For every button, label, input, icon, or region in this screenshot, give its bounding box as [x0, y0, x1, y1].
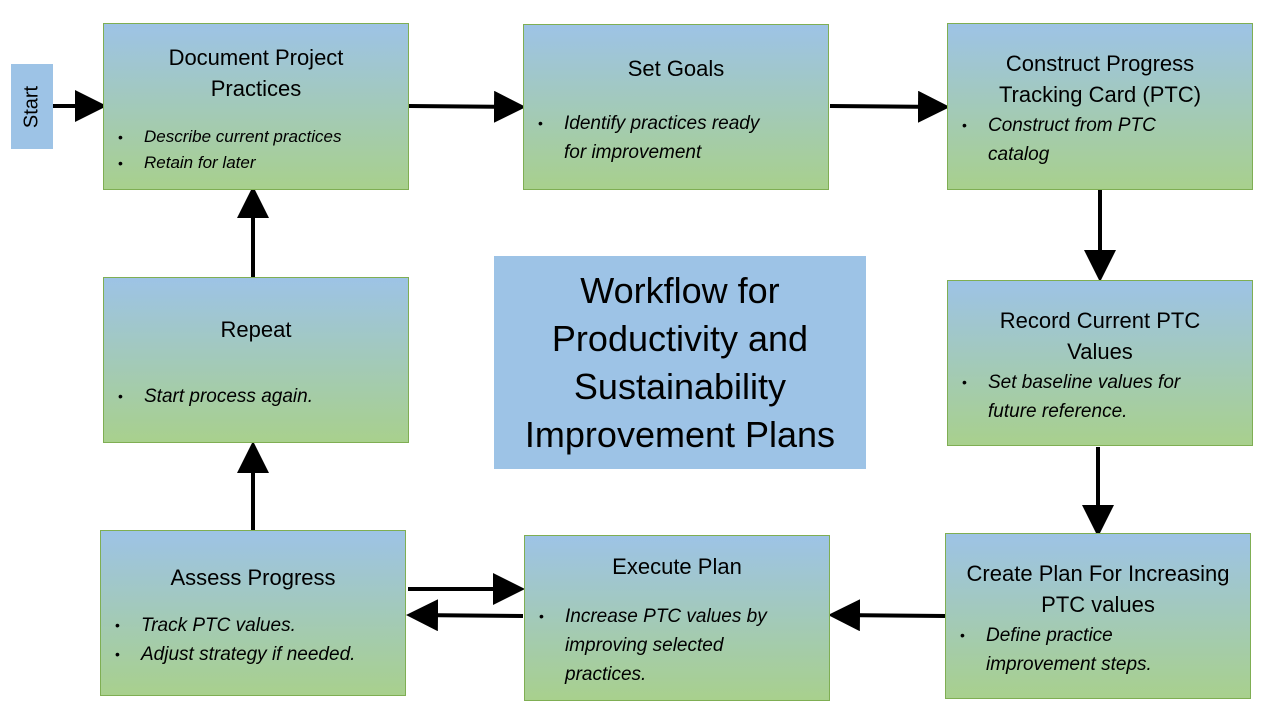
step-bullet: Track PTC values. [111, 611, 355, 640]
step-title: Create Plan For Increasing PTC values [966, 561, 1230, 617]
step-title: Execute Plan [612, 554, 742, 579]
step-create-plan: Create Plan For Increasing PTC values De… [945, 533, 1251, 699]
step-repeat: Repeat Start process again. [103, 277, 409, 443]
step-bullets: Start process again. [114, 382, 313, 411]
step-bullet: Increase PTC values by improving selecte… [535, 602, 767, 689]
step-bullets: Set baseline values for future reference… [958, 368, 1180, 426]
arrow-document-to-goals [408, 90, 526, 123]
step-bullet: Set baseline values for future reference… [958, 368, 1180, 426]
step-title: Record Current PTC Values [999, 308, 1201, 364]
step-title: Document Project Practices [168, 45, 344, 101]
step-bullets: Track PTC values. Adjust strategy if nee… [111, 611, 355, 669]
step-title: Assess Progress [170, 565, 336, 590]
step-bullet: Adjust strategy if needed. [111, 640, 355, 669]
step-bullet: Identify practices ready for improvement [534, 109, 759, 167]
start-label-text: Start [20, 85, 43, 128]
arrow-create-to-execute [828, 599, 946, 632]
step-bullets: Describe current practices Retain for la… [114, 124, 341, 176]
step-record-ptc-values: Record Current PTC Values Set baseline v… [947, 280, 1253, 446]
step-execute-plan: Execute Plan Increase PTC values by impr… [524, 535, 830, 701]
step-title: Repeat [220, 317, 292, 342]
diagram-title: Workflow for Productivity and Sustainabi… [494, 256, 866, 469]
step-title: Construct Progress Tracking Card (PTC) [998, 51, 1202, 107]
step-bullet: Retain for later [114, 150, 341, 176]
step-bullet: Construct from PTC catalog [958, 111, 1156, 169]
step-construct-ptc: Construct Progress Tracking Card (PTC) C… [947, 23, 1253, 190]
arrow-execute-to-assess [406, 599, 524, 632]
step-bullets: Define practice improvement steps. [956, 621, 1152, 679]
start-label: Start [11, 64, 53, 149]
step-set-goals: Set Goals Identify practices ready for i… [523, 24, 829, 190]
step-assess-progress: Assess Progress Track PTC values. Adjust… [100, 530, 406, 696]
arrow-goals-to-construct [829, 90, 950, 123]
diagram-title-text: Workflow for Productivity and Sustainabi… [524, 269, 836, 455]
step-title: Set Goals [627, 56, 725, 81]
step-bullet: Start process again. [114, 382, 313, 411]
step-bullets: Construct from PTC catalog [958, 111, 1156, 169]
step-document-project-practices: Document Project Practices Describe curr… [103, 23, 409, 190]
step-bullet: Define practice improvement steps. [956, 621, 1152, 679]
step-bullets: Increase PTC values by improving selecte… [535, 602, 767, 689]
step-bullets: Identify practices ready for improvement [534, 109, 759, 167]
step-bullet: Describe current practices [114, 124, 341, 150]
